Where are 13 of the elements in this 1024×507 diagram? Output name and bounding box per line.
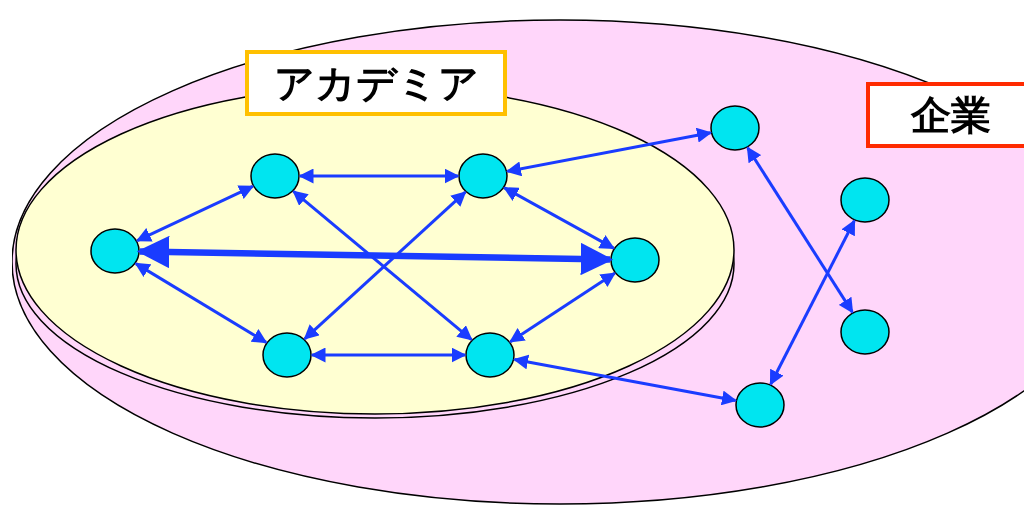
group-label: アカデミア <box>245 50 507 116</box>
group-label: 企業 <box>866 82 1024 148</box>
arrow <box>135 185 255 242</box>
arrow <box>310 347 467 363</box>
arrow <box>509 272 616 343</box>
arrow <box>769 219 856 386</box>
arrow <box>298 168 460 184</box>
arrow <box>136 235 614 276</box>
arrow <box>506 127 712 177</box>
arrow <box>513 354 737 406</box>
arrow <box>746 146 854 314</box>
arrow <box>503 186 615 250</box>
arrow <box>134 262 268 344</box>
